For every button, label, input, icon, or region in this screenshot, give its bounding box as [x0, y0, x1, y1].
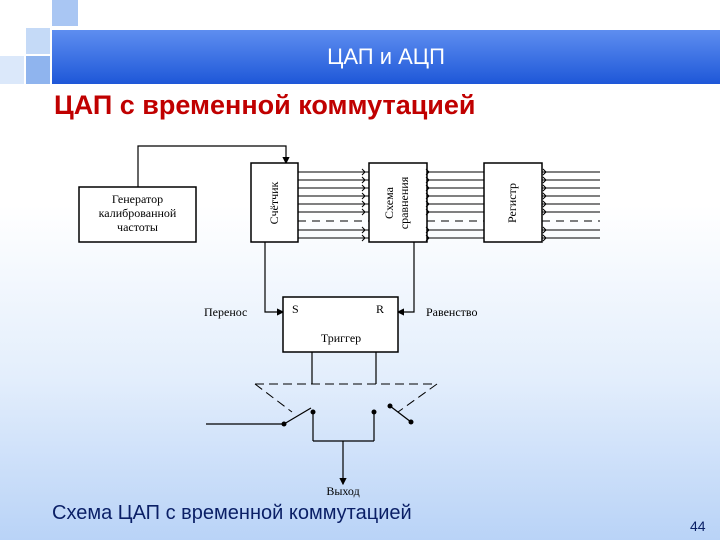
bus-arrowhead	[361, 234, 366, 242]
bus-arrowhead	[542, 208, 547, 216]
bus-arrowhead	[542, 200, 547, 208]
switch-control-wires	[311, 352, 377, 384]
feedback-wire	[137, 145, 290, 187]
bus-arrowhead	[425, 184, 430, 192]
comparator-label-line2: сравнения	[397, 176, 411, 229]
output-label: Выход	[326, 484, 359, 498]
bus-arrowhead	[425, 208, 430, 216]
comparator-block: Схема сравнения	[368, 162, 428, 243]
equality-wire	[396, 242, 415, 316]
trigger-label: Триггер	[321, 331, 361, 345]
equality-label: Равенство	[426, 305, 478, 319]
generator-label-line1: Генератор	[112, 192, 163, 206]
slide-caption: Схема ЦАП с временной коммутацией	[52, 502, 412, 524]
bus-arrowhead	[542, 192, 547, 200]
slide-title: ЦАП с временной коммутацией	[54, 90, 476, 120]
bus-arrowhead	[425, 192, 430, 200]
generator-label-line3: частоты	[117, 220, 158, 234]
bus-arrowhead	[542, 168, 547, 176]
bus-arrowhead	[425, 226, 430, 234]
bus-arrowhead	[542, 184, 547, 192]
switch-contacts	[281, 403, 414, 427]
page-number: 44	[690, 518, 706, 534]
bus-arrowhead	[542, 226, 547, 234]
switch-control-dashed	[254, 383, 438, 413]
bus-arrowhead	[425, 234, 430, 242]
bus-arrowhead	[425, 200, 430, 208]
header-title: ЦАП и АЦП	[327, 44, 445, 69]
trigger-block: S R Триггер	[282, 296, 399, 353]
carry-label: Перенос	[204, 305, 247, 319]
decor-square	[26, 56, 50, 84]
decor-square	[52, 0, 78, 26]
decor-square	[0, 56, 24, 84]
bus-arrowhead	[361, 184, 366, 192]
trigger-r-label: R	[376, 302, 384, 316]
counter-label: Счётчик	[267, 181, 281, 224]
bus-arrowhead	[425, 176, 430, 184]
bus-arrowhead	[361, 192, 366, 200]
bus-arrowhead	[361, 176, 366, 184]
bus-arrowhead	[361, 208, 366, 216]
decor-square	[26, 28, 50, 54]
register-block: Регистр	[483, 162, 543, 243]
bus-arrowhead	[542, 234, 547, 242]
generator-block: Генератор калиброванной частоты	[78, 186, 197, 243]
data-bus	[298, 168, 600, 242]
bus-arrowhead	[361, 226, 366, 234]
output-switches	[206, 405, 412, 486]
register-label: Регистр	[505, 183, 519, 223]
bus-arrowhead	[542, 176, 547, 184]
trigger-s-label: S	[292, 302, 299, 316]
bus-arrowhead	[361, 168, 366, 176]
generator-label-line2: калиброванной	[99, 206, 177, 220]
bus-arrowhead	[425, 168, 430, 176]
comparator-label-line1: Схема	[382, 186, 396, 219]
bus-arrowhead	[361, 200, 366, 208]
counter-block: Счётчик	[250, 162, 299, 243]
header-bar: ЦАП и АЦП	[52, 30, 720, 84]
carry-wire	[264, 242, 285, 316]
